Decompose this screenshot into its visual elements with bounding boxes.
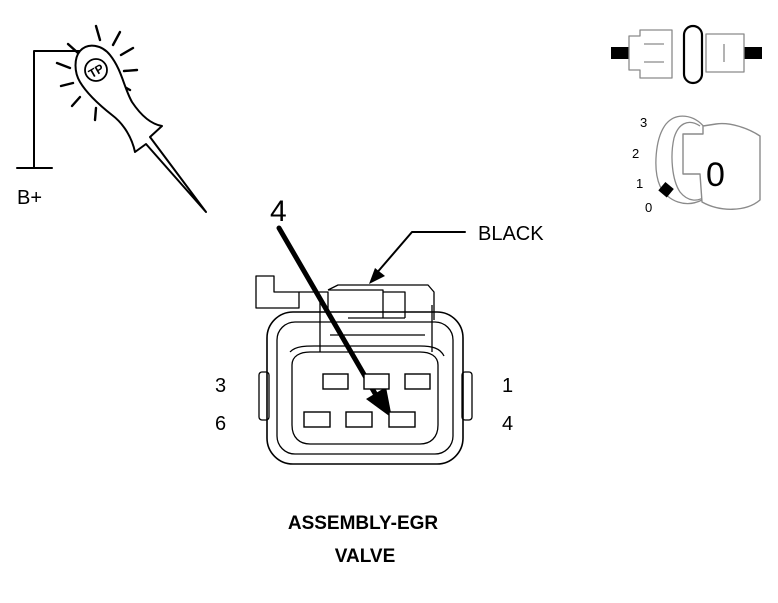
ignition-switch-icon: 3 2 1 0 0 <box>632 115 761 215</box>
tp-badge <box>84 58 108 82</box>
pin-callout: 4 <box>270 195 392 418</box>
connector-top-rail <box>319 300 433 352</box>
pin-label-bottom-right: 4 <box>502 413 513 435</box>
pin-callout-number: 4 <box>270 195 287 228</box>
ignition-position-2: 2 <box>632 146 639 161</box>
pin-label-top-right: 1 <box>502 375 513 397</box>
test-light-probe-icon <box>74 44 207 213</box>
cavity-5 <box>345 411 373 428</box>
color-leader-line <box>374 231 466 276</box>
ignition-key-icon <box>682 122 761 210</box>
component-name-line1: ASSEMBLY-EGR <box>288 513 439 534</box>
connector-lock-frame <box>299 284 435 320</box>
separation-gap <box>682 24 704 85</box>
tool-marking: TP <box>86 61 106 81</box>
egr-valve-connector: BLACK 3 1 6 4 ASSEMBLY-EGR <box>215 223 544 567</box>
wire-stub-right <box>744 47 762 59</box>
connector-ear-right <box>461 371 473 421</box>
connector-lock-bar <box>328 289 406 319</box>
cavity-6 <box>303 411 331 428</box>
connector-face-lip <box>289 345 445 357</box>
cavity-2 <box>363 373 390 390</box>
terminal-cavities <box>303 373 431 428</box>
connector-color-label: BLACK <box>478 223 544 245</box>
connector-face <box>291 351 439 445</box>
callout-arrow-head <box>366 387 392 418</box>
plug-half-right <box>705 33 745 73</box>
component-name-line2: VALVE <box>335 546 396 567</box>
connector-ear-left <box>258 371 270 421</box>
connector-shell-inner <box>276 321 454 455</box>
cavity-4 <box>388 411 416 428</box>
lock-cylinder-face <box>671 121 707 201</box>
glow-rays-icon <box>55 24 139 122</box>
connector-disconnected-icon <box>611 24 762 85</box>
connector-shell-outer <box>266 311 464 465</box>
pin-label-bottom-left: 6 <box>215 413 226 435</box>
wire-stub-left <box>611 47 629 59</box>
supply-label: B+ <box>17 187 42 209</box>
cavity-3 <box>322 373 349 390</box>
ignition-position-marker <box>658 181 674 198</box>
pin-label-top-left: 3 <box>215 375 226 397</box>
cavity-1 <box>404 373 431 390</box>
callout-arrow-shaft <box>276 225 383 405</box>
probe-wire <box>33 50 85 169</box>
lock-cylinder <box>655 115 706 205</box>
plug-half-left <box>628 29 673 79</box>
ignition-position-3: 3 <box>640 115 647 130</box>
ignition-current-position: 0 <box>706 156 725 194</box>
color-leader-arrowhead <box>369 268 385 284</box>
ignition-position-0: 0 <box>645 200 652 215</box>
test-light-probe: B+ TP <box>16 24 207 213</box>
connector-latch <box>255 275 300 309</box>
ignition-position-1: 1 <box>636 176 643 191</box>
